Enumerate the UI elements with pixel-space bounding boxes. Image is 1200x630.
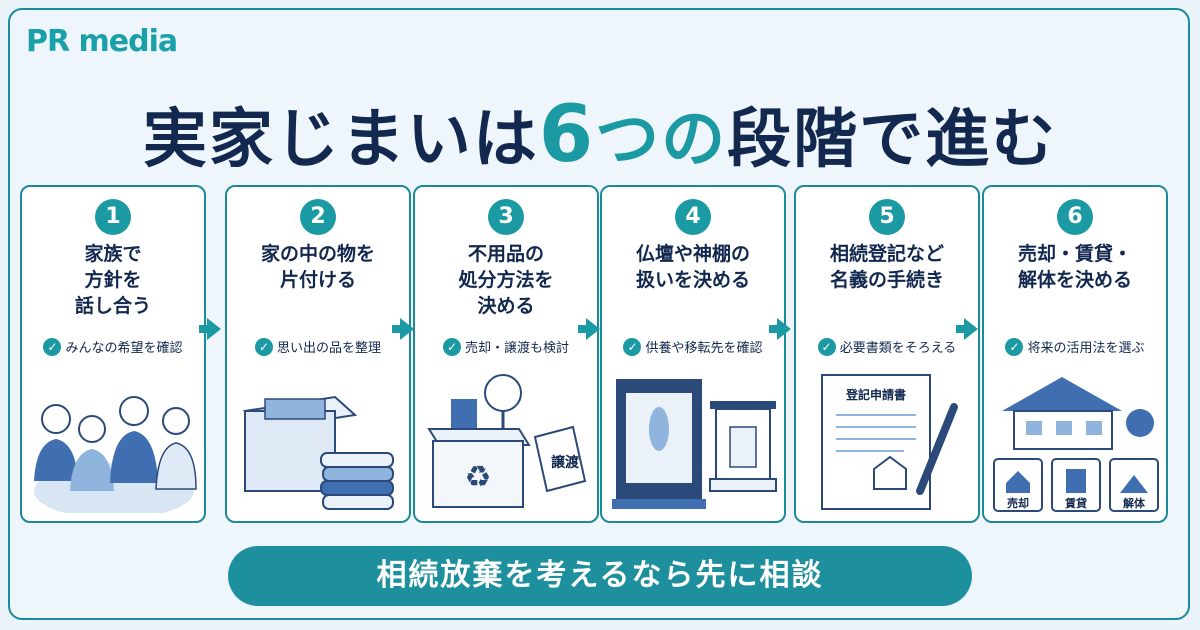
- step-card-5: 5 相続登記など 名義の手続き ✓必要書類をそろえる 登記申請書: [794, 185, 980, 523]
- step-card-2: 2 家の中の物を 片付ける ✓思い出の品を整理: [225, 185, 411, 523]
- step-check-label: 将来の活用法を選ぶ: [1027, 341, 1145, 356]
- boxes-icon: [242, 395, 394, 510]
- option-sell: 売却: [1007, 496, 1029, 510]
- butsudan-icon: [612, 379, 777, 509]
- step-number: 3: [488, 199, 524, 235]
- consult-banner: 相続放棄を考えるなら先に相談: [228, 546, 972, 606]
- step-check: ✓供養や移転先を確認: [606, 337, 780, 356]
- check-icon: ✓: [623, 337, 642, 356]
- arrow-right-icon: [392, 318, 414, 340]
- check-icon: ✓: [442, 337, 461, 356]
- page-title: 実家じまいは6つの段階で進む: [0, 88, 1200, 180]
- check-icon: ✓: [817, 337, 836, 356]
- option-rent: 賃貸: [1064, 496, 1087, 510]
- step-check-label: 思い出の品を整理: [276, 341, 381, 356]
- logo: PR media: [26, 24, 178, 59]
- step-check: ✓必要書類をそろえる: [800, 337, 974, 356]
- document-icon: 登記申請書: [821, 374, 958, 510]
- step-number: 5: [869, 199, 905, 235]
- title-num: 6: [538, 90, 596, 180]
- check-icon: ✓: [1005, 337, 1024, 356]
- recycle-box-illustration: ♻ 譲渡: [427, 374, 587, 508]
- check-icon: ✓: [43, 337, 62, 356]
- step-check-label: 必要書類をそろえる: [839, 341, 957, 356]
- house-icon: 売却 賃貸 解体: [993, 377, 1159, 512]
- title-part2: つの: [595, 103, 728, 177]
- step-card-1: 1 家族で 方針を 話し合う ✓みんなの希望を確認: [20, 185, 206, 523]
- title-part1: 実家じまいは: [142, 103, 539, 177]
- step-title: 仏壇や神棚の 扱いを決める: [635, 243, 750, 291]
- arrow-right-icon: [199, 318, 221, 340]
- title-part3: 段階: [727, 103, 860, 177]
- family-icon: [34, 396, 197, 513]
- arrow-right-icon: [578, 318, 600, 340]
- step-number: 6: [1057, 199, 1093, 235]
- step-title: 相続登記など 名義の手続き: [829, 243, 944, 291]
- step-number: 1: [95, 199, 131, 235]
- step-title: 不用品の 処分方法を 決める: [458, 243, 554, 317]
- step-title: 売却・賃貸・ 解体を決める: [1017, 243, 1132, 291]
- step-title: 家の中の物を 片付ける: [260, 243, 375, 291]
- step-card-6: 6 売却・賃貸・ 解体を決める ✓将来の活用法を選ぶ 売却 賃貸 解体: [982, 185, 1168, 523]
- step-check: ✓みんなの希望を確認: [26, 337, 200, 356]
- arrow-right-icon: [956, 318, 978, 340]
- step-check-label: 供養や移転先を確認: [645, 341, 763, 356]
- step-check-label: みんなの希望を確認: [65, 341, 183, 356]
- step-check: ✓売却・譲渡も検討: [419, 337, 593, 356]
- arrow-right-icon: [769, 318, 791, 340]
- transfer-tag-label: 譲渡: [551, 454, 580, 471]
- recycle-icon: ♻: [465, 460, 492, 495]
- option-demolish: 解体: [1123, 496, 1146, 510]
- step-check: ✓将来の活用法を選ぶ: [988, 337, 1162, 356]
- step-card-4: 4 仏壇や神棚の 扱いを決める ✓供養や移転先を確認: [600, 185, 786, 523]
- step-number: 2: [300, 199, 336, 235]
- title-part4: で進む: [859, 103, 1058, 177]
- check-icon: ✓: [254, 337, 273, 356]
- step-check: ✓思い出の品を整理: [231, 337, 405, 356]
- document-title: 登記申請書: [845, 387, 906, 402]
- step-check-label: 売却・譲渡も検討: [464, 341, 569, 356]
- step-card-3: 3 不用品の 処分方法を 決める ✓売却・譲渡も検討 ♻ 譲渡: [413, 185, 599, 523]
- step-title: 家族で 方針を 話し合う: [74, 243, 151, 317]
- step-number: 4: [675, 199, 711, 235]
